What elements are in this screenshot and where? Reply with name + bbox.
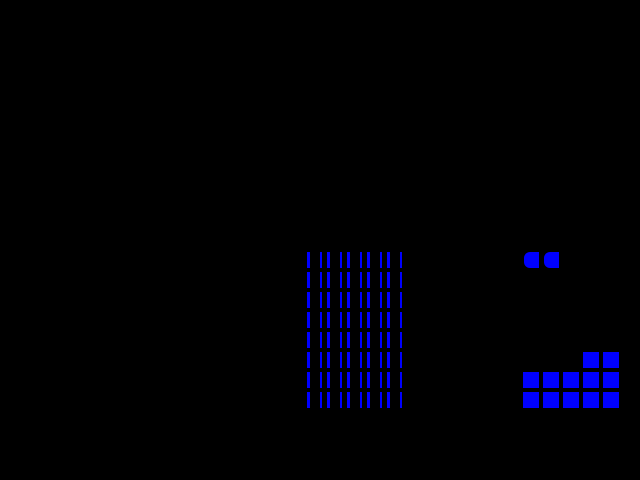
stack-block bbox=[523, 392, 539, 408]
stripe-bar bbox=[347, 352, 350, 368]
stripe-bar bbox=[307, 272, 310, 288]
stripe-bar bbox=[327, 272, 330, 288]
stripe-bar bbox=[380, 352, 382, 368]
stack-block bbox=[603, 372, 619, 388]
stripe-bar bbox=[327, 252, 330, 268]
stripe-bar bbox=[307, 352, 310, 368]
stripe-bar bbox=[367, 352, 370, 368]
stripe-bar bbox=[320, 332, 322, 348]
stripe-bar bbox=[400, 332, 402, 348]
stripe-bar bbox=[340, 252, 342, 268]
stripe-bar bbox=[380, 372, 382, 388]
stack-block bbox=[543, 372, 559, 388]
stripe-bar bbox=[387, 332, 390, 348]
stripe-bar bbox=[380, 332, 382, 348]
stripe-bar bbox=[360, 352, 362, 368]
stripe-bar bbox=[360, 332, 362, 348]
stripe-bar bbox=[387, 252, 390, 268]
stripe-bar bbox=[347, 252, 350, 268]
stripe-bar bbox=[387, 352, 390, 368]
stripe-bar bbox=[340, 332, 342, 348]
stack-block bbox=[543, 392, 559, 408]
stripe-bar bbox=[307, 372, 310, 388]
stripe-bar bbox=[380, 252, 382, 268]
stripe-bar bbox=[387, 392, 390, 408]
stripe-bar bbox=[367, 252, 370, 268]
stripe-bar bbox=[367, 272, 370, 288]
stripe-bar bbox=[327, 312, 330, 328]
stripe-bar bbox=[360, 272, 362, 288]
stripe-bar bbox=[327, 392, 330, 408]
stripe-bar bbox=[347, 312, 350, 328]
stripe-bar bbox=[320, 252, 322, 268]
stripe-bar bbox=[387, 312, 390, 328]
stripe-bar bbox=[340, 292, 342, 308]
stack-block bbox=[523, 372, 539, 388]
stripe-bar bbox=[347, 332, 350, 348]
stack-block bbox=[563, 372, 579, 388]
stack-block bbox=[583, 392, 599, 408]
stripe-bar bbox=[340, 352, 342, 368]
stripe-bar bbox=[320, 312, 322, 328]
stack-block bbox=[603, 352, 619, 368]
rounded-left-block-icon bbox=[524, 252, 539, 268]
stripe-bar bbox=[400, 272, 402, 288]
stripe-bar bbox=[347, 392, 350, 408]
stripe-bar bbox=[307, 292, 310, 308]
stripe-bar bbox=[387, 272, 390, 288]
stripe-bar bbox=[327, 332, 330, 348]
stripe-bar bbox=[327, 352, 330, 368]
stripe-bar bbox=[340, 272, 342, 288]
stripe-bar bbox=[347, 272, 350, 288]
stripe-bar bbox=[320, 372, 322, 388]
stripe-bar bbox=[380, 272, 382, 288]
stack-block bbox=[603, 392, 619, 408]
stripe-bar bbox=[400, 252, 402, 268]
stack-block bbox=[563, 392, 579, 408]
stripe-bar bbox=[400, 352, 402, 368]
stripe-bar bbox=[320, 272, 322, 288]
stripe-bar bbox=[320, 292, 322, 308]
stripe-bar bbox=[340, 372, 342, 388]
stripe-bar bbox=[367, 372, 370, 388]
stripe-bar bbox=[367, 392, 370, 408]
stripe-bar bbox=[400, 372, 402, 388]
stripe-bar bbox=[380, 392, 382, 408]
stripe-bar bbox=[307, 252, 310, 268]
stripe-bar bbox=[340, 392, 342, 408]
stripe-bar bbox=[380, 312, 382, 328]
rounded-left-block-icon bbox=[544, 252, 559, 268]
stripe-bar bbox=[387, 292, 390, 308]
stripe-bar bbox=[367, 312, 370, 328]
stripe-bar bbox=[360, 392, 362, 408]
stripe-bar bbox=[347, 292, 350, 308]
stripe-bar bbox=[400, 292, 402, 308]
stripe-bar bbox=[400, 312, 402, 328]
stripe-bar bbox=[400, 392, 402, 408]
stripe-bar bbox=[340, 312, 342, 328]
stripe-bar bbox=[327, 372, 330, 388]
stripe-bar bbox=[320, 392, 322, 408]
stripe-bar bbox=[307, 332, 310, 348]
stripe-bar bbox=[327, 292, 330, 308]
stripe-bar bbox=[360, 312, 362, 328]
stripe-bar bbox=[360, 252, 362, 268]
stripe-bar bbox=[367, 292, 370, 308]
stripe-bar bbox=[360, 292, 362, 308]
stack-block bbox=[583, 352, 599, 368]
stripe-bar bbox=[380, 292, 382, 308]
stripe-bar bbox=[360, 372, 362, 388]
stripe-bar bbox=[387, 372, 390, 388]
stripe-bar bbox=[347, 372, 350, 388]
stripe-bar bbox=[367, 332, 370, 348]
stripe-bar bbox=[307, 312, 310, 328]
stripe-bar bbox=[307, 392, 310, 408]
stack-block bbox=[583, 372, 599, 388]
stripe-bar bbox=[320, 352, 322, 368]
